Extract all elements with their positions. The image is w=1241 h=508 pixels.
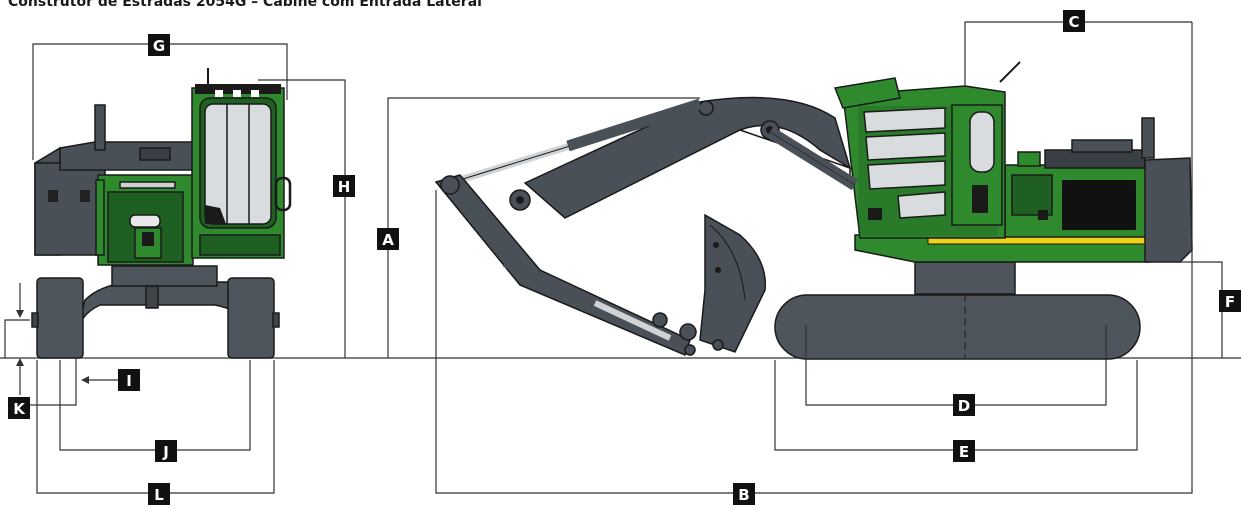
excavator-arm (434, 96, 859, 357)
svg-text:C: C (1068, 13, 1079, 31)
label-f: F (1219, 290, 1241, 312)
side-cab-window-1 (863, 107, 946, 133)
side-track (774, 294, 1141, 360)
svg-text:K: K (13, 400, 26, 418)
side-cab-window-4 (897, 191, 946, 219)
label-d: D (953, 394, 975, 416)
svg-text:E: E (959, 443, 969, 461)
front-view (31, 68, 292, 359)
label-i: I (118, 369, 140, 391)
side-counterweight (1144, 157, 1193, 263)
label-g: G (148, 34, 170, 56)
front-track-right (227, 277, 275, 359)
svg-text:H: H (338, 178, 351, 196)
label-a: A (377, 228, 399, 250)
side-swing-bearing (914, 261, 1016, 295)
label-e: E (953, 440, 975, 462)
label-b: B (733, 483, 755, 505)
svg-text:D: D (958, 397, 970, 415)
label-l: L (148, 483, 170, 505)
diagram-title: Construtor de Estradas 2054G – Cabine co… (8, 0, 482, 10)
svg-text:I: I (126, 372, 132, 390)
front-cab-window (204, 103, 272, 225)
label-h: H (333, 175, 355, 197)
label-badges: G H K I J L A B C D E F (8, 10, 1241, 505)
svg-text:L: L (154, 486, 164, 504)
front-counterweight (34, 162, 106, 256)
svg-text:A: A (382, 231, 394, 249)
svg-text:B: B (738, 486, 749, 504)
label-c: C (1063, 10, 1085, 32)
label-j: J (155, 440, 177, 462)
svg-text:J: J (162, 443, 169, 461)
svg-text:F: F (1225, 293, 1235, 311)
side-cab-window-3 (867, 160, 946, 190)
side-boom (523, 96, 852, 219)
side-bucket (699, 213, 767, 353)
label-k: K (8, 397, 30, 419)
front-swing-bearing (111, 265, 218, 287)
front-track-left (36, 277, 84, 359)
side-view (774, 61, 1193, 360)
svg-text:G: G (153, 37, 165, 55)
side-cab-window-2 (865, 132, 946, 161)
